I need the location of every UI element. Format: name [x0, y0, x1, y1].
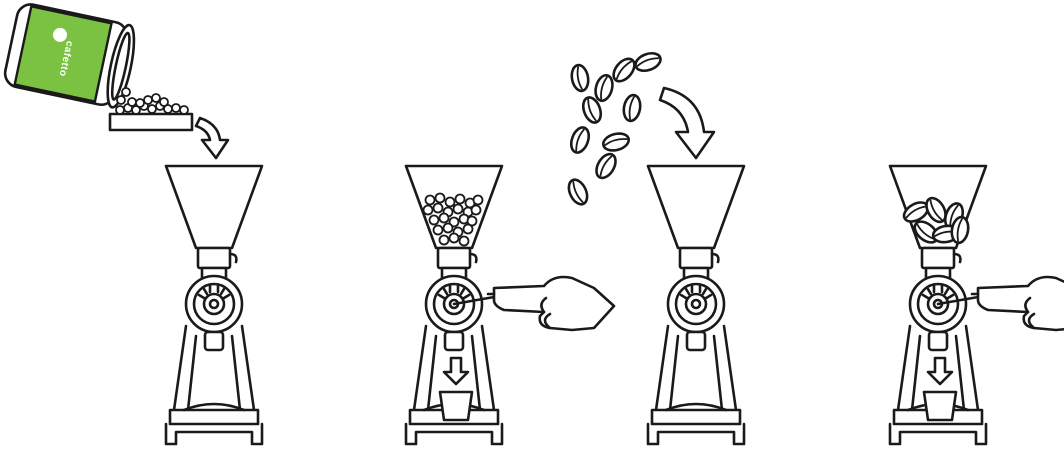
tablet: [152, 94, 160, 102]
tablet: [460, 237, 469, 246]
cup-icon: [924, 358, 956, 420]
tablet: [144, 96, 152, 104]
coffee-bean: [565, 177, 590, 207]
tablet: [450, 234, 459, 243]
hand-icon: [488, 277, 614, 330]
step-4: [890, 166, 1064, 444]
coffee-bean: [570, 64, 590, 92]
step-2: [406, 166, 614, 444]
coffee-bean: [633, 50, 663, 74]
curved-arrow-icon: [660, 88, 714, 158]
tablet: [128, 98, 136, 106]
grinder-icon: [166, 166, 262, 444]
tablet: [430, 216, 439, 225]
tablet: [148, 105, 156, 113]
cleaner-container-icon: cafetto: [3, 2, 140, 110]
coffee-beans-icon: [565, 50, 663, 207]
hand-icon: [972, 277, 1064, 330]
tablet: [440, 236, 449, 245]
tablet: [160, 98, 168, 106]
tablet: [456, 195, 465, 204]
tablet: [446, 198, 455, 207]
tablet: [454, 205, 463, 214]
coffee-bean: [593, 151, 620, 182]
tablet: [436, 194, 445, 203]
tablet: [472, 206, 481, 215]
coffee-bean: [568, 125, 592, 155]
tablet: [424, 206, 433, 215]
tablet: [136, 99, 144, 107]
coffee-bean: [610, 55, 639, 85]
tablet: [464, 225, 473, 234]
coffee-bean: [593, 73, 615, 102]
step-1: cafetto: [3, 2, 262, 444]
coffee-bean: [622, 94, 642, 122]
tablet: [180, 106, 188, 114]
tablet: [426, 196, 435, 205]
tablet: [474, 196, 483, 205]
down-arrow-icon: [196, 118, 228, 158]
tablet: [434, 226, 443, 235]
tablet: [172, 104, 180, 112]
tablet: [434, 204, 443, 213]
grinder-icon: [648, 166, 744, 444]
tablet: [116, 106, 124, 114]
tablet: [440, 214, 449, 223]
tablet: [444, 224, 453, 233]
step-3: [565, 50, 744, 444]
cup-icon: [440, 358, 472, 420]
coffee-bean: [601, 131, 630, 153]
